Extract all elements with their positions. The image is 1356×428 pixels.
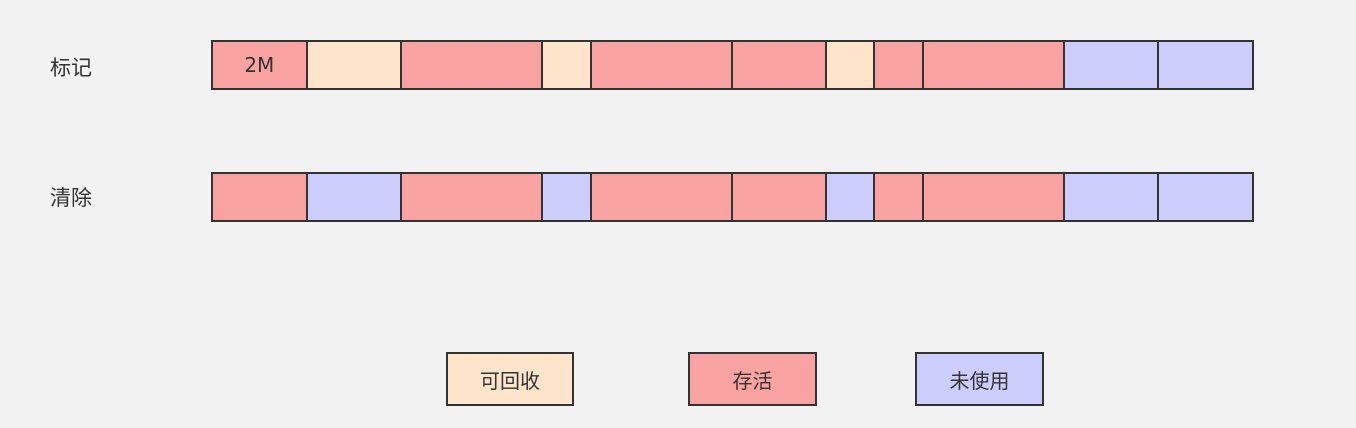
memory-segment-alive	[213, 174, 308, 220]
memory-segment-reclaimable	[307, 42, 403, 88]
memory-segment-alive: 2M	[213, 42, 308, 88]
memory-bar-mark: 2M	[211, 40, 1254, 90]
legend-unused: 未使用	[915, 352, 1044, 406]
memory-segment-unused	[1159, 174, 1252, 220]
memory-bar-sweep	[211, 172, 1254, 222]
row-label-sweep: 清除	[50, 186, 92, 210]
row-label-mark: 标记	[50, 56, 92, 80]
memory-segment-reclaimable	[543, 42, 592, 88]
memory-segment-reclaimable	[827, 42, 876, 88]
memory-segment-unused	[1159, 42, 1252, 88]
legend-alive: 存活	[688, 352, 817, 406]
memory-segment-alive	[875, 42, 924, 88]
memory-segment-alive	[402, 42, 544, 88]
memory-segment-unused	[543, 174, 592, 220]
legend-reclaimable: 可回收	[446, 352, 574, 406]
memory-segment-unused	[1064, 42, 1160, 88]
memory-segment-alive	[732, 42, 828, 88]
memory-segment-alive	[875, 174, 924, 220]
memory-segment-unused	[1064, 174, 1160, 220]
memory-segment-unused	[307, 174, 403, 220]
memory-segment-alive	[923, 174, 1065, 220]
memory-segment-alive	[591, 42, 733, 88]
memory-segment-alive	[923, 42, 1065, 88]
memory-segment-unused	[827, 174, 876, 220]
memory-segment-alive	[732, 174, 828, 220]
memory-segment-alive	[591, 174, 733, 220]
memory-segment-alive	[402, 174, 544, 220]
